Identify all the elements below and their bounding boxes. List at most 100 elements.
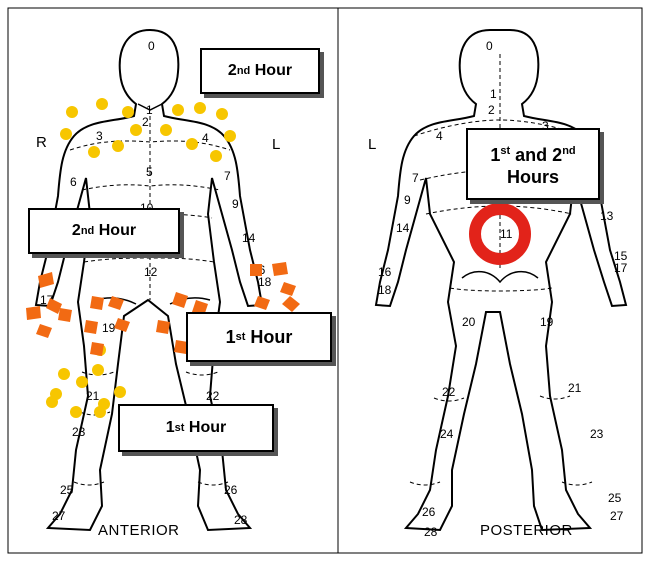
callout-suffix: st bbox=[175, 422, 185, 434]
orange-marker bbox=[90, 342, 104, 356]
posterior-body-outline bbox=[376, 30, 626, 530]
yellow-marker bbox=[160, 124, 172, 136]
orange-marker bbox=[84, 320, 98, 334]
ant-segment-6: 6 bbox=[70, 175, 77, 189]
orange-marker bbox=[36, 324, 52, 338]
orange-marker bbox=[114, 318, 130, 332]
post-segment-28: 28 bbox=[424, 525, 438, 539]
orange-marker bbox=[272, 262, 288, 276]
ant-segment-9: 9 bbox=[232, 197, 239, 211]
orange-marker bbox=[156, 320, 170, 334]
ant-segment-22: 22 bbox=[206, 389, 220, 403]
callout-ordinal: 1 bbox=[166, 419, 175, 437]
yellow-marker bbox=[114, 386, 126, 398]
post-segment-22: 22 bbox=[442, 385, 456, 399]
post-segment-4: 4 bbox=[436, 129, 443, 143]
yellow-marker bbox=[210, 150, 222, 162]
callout-line-1: 1st and 2nd bbox=[490, 140, 575, 166]
callout-suffix: nd bbox=[237, 65, 250, 77]
callout-suffix: st bbox=[500, 145, 510, 157]
ant-segment-2: 2 bbox=[142, 115, 149, 129]
yellow-marker bbox=[224, 130, 236, 142]
orange-marker bbox=[250, 264, 262, 276]
post-segment-24: 24 bbox=[440, 427, 454, 441]
callout-suffix: st bbox=[236, 331, 246, 343]
yellow-marker bbox=[194, 102, 206, 114]
yellow-marker bbox=[60, 128, 72, 140]
posterior-region-lines bbox=[410, 54, 592, 485]
callout-text: Hour bbox=[189, 419, 226, 437]
orange-marker bbox=[26, 306, 41, 320]
callout-ordinal: 1 bbox=[490, 145, 500, 165]
ant-segment-26: 26 bbox=[224, 483, 238, 497]
callout-line-2: Hours bbox=[507, 166, 559, 188]
post-segment-19: 19 bbox=[540, 315, 554, 329]
yellow-marker bbox=[92, 364, 104, 376]
ant-segment-27: 27 bbox=[52, 509, 66, 523]
yellow-marker bbox=[112, 140, 124, 152]
ant-segment-4: 4 bbox=[202, 131, 209, 145]
post-segment-20: 20 bbox=[462, 315, 476, 329]
yellow-marker bbox=[216, 108, 228, 120]
anterior-caption: ANTERIOR bbox=[98, 522, 180, 539]
yellow-marker bbox=[130, 124, 142, 136]
orange-marker bbox=[254, 296, 270, 310]
post-segment-1: 1 bbox=[490, 87, 497, 101]
post-segment-2: 2 bbox=[488, 103, 495, 117]
post-segment-25: 25 bbox=[608, 491, 622, 505]
orange-marker bbox=[172, 292, 188, 308]
ant-segment-5: 5 bbox=[146, 165, 153, 179]
yellow-marker bbox=[94, 406, 106, 418]
callout-text: Hour bbox=[99, 222, 136, 240]
post-segment-23: 23 bbox=[590, 427, 604, 441]
yellow-marker bbox=[172, 104, 184, 116]
yellow-marker bbox=[66, 106, 78, 118]
callout-ordinal: 2 bbox=[228, 62, 237, 80]
ant-segment-7: 7 bbox=[224, 169, 231, 183]
callout-text: Hour bbox=[250, 327, 292, 348]
post-segment-9: 9 bbox=[404, 193, 411, 207]
post-segment-26: 26 bbox=[422, 505, 436, 519]
yellow-marker bbox=[122, 106, 134, 118]
ant-segment-18: 18 bbox=[258, 275, 272, 289]
ant-right-letter: R bbox=[36, 134, 47, 151]
post-segment-18: 18 bbox=[378, 283, 392, 297]
orange-marker bbox=[58, 308, 72, 322]
ant-segment-0: 0 bbox=[148, 39, 155, 53]
yellow-marker bbox=[96, 98, 108, 110]
orange-marker bbox=[280, 282, 296, 296]
ant-segment-14: 14 bbox=[242, 231, 256, 245]
ant-segment-25: 25 bbox=[60, 483, 74, 497]
yellow-marker bbox=[58, 368, 70, 380]
yellow-marker bbox=[76, 376, 88, 388]
orange-marker bbox=[90, 296, 104, 310]
callout-text: Hour bbox=[255, 62, 292, 80]
yellow-marker bbox=[70, 406, 82, 418]
ant-segment-23: 23 bbox=[72, 425, 86, 439]
callout-ordinal: 2 bbox=[72, 222, 81, 240]
post-segment-21: 21 bbox=[568, 381, 582, 395]
post-segment-11: 11 bbox=[500, 227, 513, 241]
ant-segment-3: 3 bbox=[96, 129, 103, 143]
post-segment-27: 27 bbox=[610, 509, 624, 523]
callout-ordinal: 1 bbox=[226, 327, 236, 348]
orange-marker bbox=[38, 272, 54, 288]
ant-segment-12: 12 bbox=[144, 265, 158, 279]
post-segment-14: 14 bbox=[396, 221, 410, 235]
post-segment-17: 17 bbox=[614, 261, 628, 275]
callout-suffix: nd bbox=[81, 225, 94, 237]
post-segment-13: 13 bbox=[600, 209, 614, 223]
post-segment-16: 16 bbox=[378, 265, 392, 279]
callout-post-1st-and-2nd-hours: 1st and 2nd Hours bbox=[466, 128, 600, 200]
orange-marker bbox=[282, 296, 300, 312]
yellow-marker bbox=[46, 396, 58, 408]
ant-segment-28: 28 bbox=[234, 513, 248, 527]
callout-suffix-2: nd bbox=[562, 145, 575, 157]
ant-left-letter: L bbox=[272, 136, 280, 153]
